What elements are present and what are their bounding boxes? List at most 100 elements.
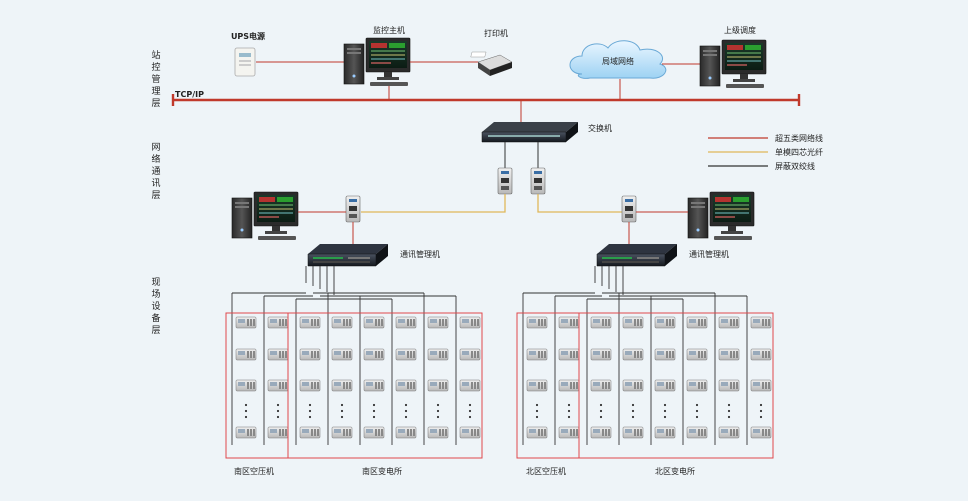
field-meter-icon <box>235 316 257 329</box>
legend-label-1: 单模四芯光纤 <box>775 147 823 157</box>
field-meter-icon <box>622 316 644 329</box>
comm-manager-icon <box>307 243 389 267</box>
comm-manager-icon <box>596 243 678 267</box>
ellipsis-dot <box>468 403 472 407</box>
comm-left-label: 通讯管理机 <box>400 249 440 259</box>
field-meter-icon <box>622 379 644 392</box>
superior-label: 上级调度 <box>724 25 756 35</box>
ellipsis-dot <box>308 403 312 407</box>
right-workstation-node[interactable] <box>687 191 755 241</box>
field-meter-icon <box>622 348 644 361</box>
switch-node[interactable]: 交换机 <box>481 122 612 143</box>
field-meter-icon <box>686 348 708 361</box>
ellipsis-dot <box>695 415 699 419</box>
layer-label-station: 站控管理层 <box>151 49 160 109</box>
svg-text:站控管理层: 站控管理层 <box>151 49 160 109</box>
field-meter-icon <box>267 426 289 439</box>
legend-label-0: 超五类网络线 <box>775 133 823 143</box>
ellipsis-dot <box>468 409 472 413</box>
ellipsis-dot <box>340 415 344 419</box>
legend-label-2: 屏蔽双绞线 <box>775 161 815 171</box>
ellipsis-dot <box>436 409 440 413</box>
ellipsis-dot <box>535 415 539 419</box>
ellipsis-dot <box>631 415 635 419</box>
ellipsis-dot <box>276 403 280 407</box>
field-meter-icon <box>299 348 321 361</box>
fiber-line-right <box>537 194 622 213</box>
left-workstation-node[interactable] <box>231 191 299 241</box>
field-wiring-south <box>231 266 481 445</box>
ellipsis-dot <box>276 409 280 413</box>
group-label-south-substation: 南区变电所 <box>362 466 402 476</box>
field-meter-icon <box>331 426 353 439</box>
field-meter-icon <box>590 426 612 439</box>
lan-cloud-node[interactable]: 局域网络 <box>569 40 667 79</box>
comm-manager-left[interactable]: 通讯管理机 <box>307 243 440 267</box>
ellipsis-dot <box>599 415 603 419</box>
field-meter-icon <box>427 379 449 392</box>
ellipsis-dot <box>276 415 280 419</box>
svg-text:现场设备层: 现场设备层 <box>151 277 160 336</box>
field-meter-icon <box>718 426 740 439</box>
switch-icon <box>481 122 578 143</box>
ellipsis-dot <box>663 403 667 407</box>
fiber-transceiver-icon <box>621 195 637 223</box>
field-meter-icon <box>331 348 353 361</box>
printer-node[interactable]: 打印机 <box>470 28 513 76</box>
ellipsis-dot <box>535 403 539 407</box>
field-meter-icon <box>299 379 321 392</box>
field-meter-icon <box>331 316 353 329</box>
comm-manager-right[interactable]: 通讯管理机 <box>596 243 729 267</box>
field-meter-icon <box>750 426 772 439</box>
ellipsis-dot <box>436 415 440 419</box>
field-meter-icon <box>235 348 257 361</box>
ellipsis-dot <box>631 403 635 407</box>
field-meter-icon <box>686 379 708 392</box>
ellipsis-dot <box>404 415 408 419</box>
field-meter-icon <box>590 348 612 361</box>
field-meter-icon <box>363 316 385 329</box>
group-label-south-compressor: 南区空压机 <box>234 466 274 476</box>
layer-label-network: 网络通讯层 <box>151 142 160 201</box>
ellipsis-dot <box>695 403 699 407</box>
ellipsis-dot <box>244 409 248 413</box>
layer-label-field: 现场设备层 <box>151 277 160 336</box>
ellipsis-dot <box>404 409 408 413</box>
field-meter-icon <box>558 348 580 361</box>
superior-dispatch-node[interactable]: 上级调度 <box>699 25 767 89</box>
ups-node[interactable]: UPS电源 <box>231 31 265 77</box>
ellipsis-dot <box>759 409 763 413</box>
fiber-line-left <box>361 194 506 213</box>
group-box-south-substation <box>287 312 483 459</box>
field-meter-icon <box>267 348 289 361</box>
field-meter-icon <box>590 379 612 392</box>
field-meter-icon <box>395 426 417 439</box>
group-box-north-substation <box>578 312 774 459</box>
field-meter-icon <box>558 316 580 329</box>
ellipsis-dot <box>727 415 731 419</box>
computer-icon <box>687 191 755 241</box>
field-meter-icon <box>590 316 612 329</box>
field-meter-icon <box>718 348 740 361</box>
bus-label: TCP/IP <box>175 90 204 99</box>
field-meter-icon <box>267 379 289 392</box>
ellipsis-dot <box>436 403 440 407</box>
field-meter-icon <box>718 316 740 329</box>
field-meter-icon <box>558 426 580 439</box>
printer-label: 打印机 <box>484 28 508 38</box>
group-label-north-substation: 北区变电所 <box>655 466 695 476</box>
ellipsis-dot <box>468 415 472 419</box>
field-meter-icon <box>331 379 353 392</box>
monitor-host-node[interactable]: 监控主机 <box>343 25 411 87</box>
field-meter-icon <box>235 379 257 392</box>
field-meter-icon <box>654 426 676 439</box>
field-meter-icon <box>526 379 548 392</box>
computer-icon <box>231 191 299 241</box>
fiber-transceiver-icon <box>530 167 546 195</box>
field-meter-icon <box>427 316 449 329</box>
ellipsis-dot <box>727 409 731 413</box>
ellipsis-dot <box>244 403 248 407</box>
field-meter-icon <box>363 348 385 361</box>
ellipsis-dot <box>244 415 248 419</box>
